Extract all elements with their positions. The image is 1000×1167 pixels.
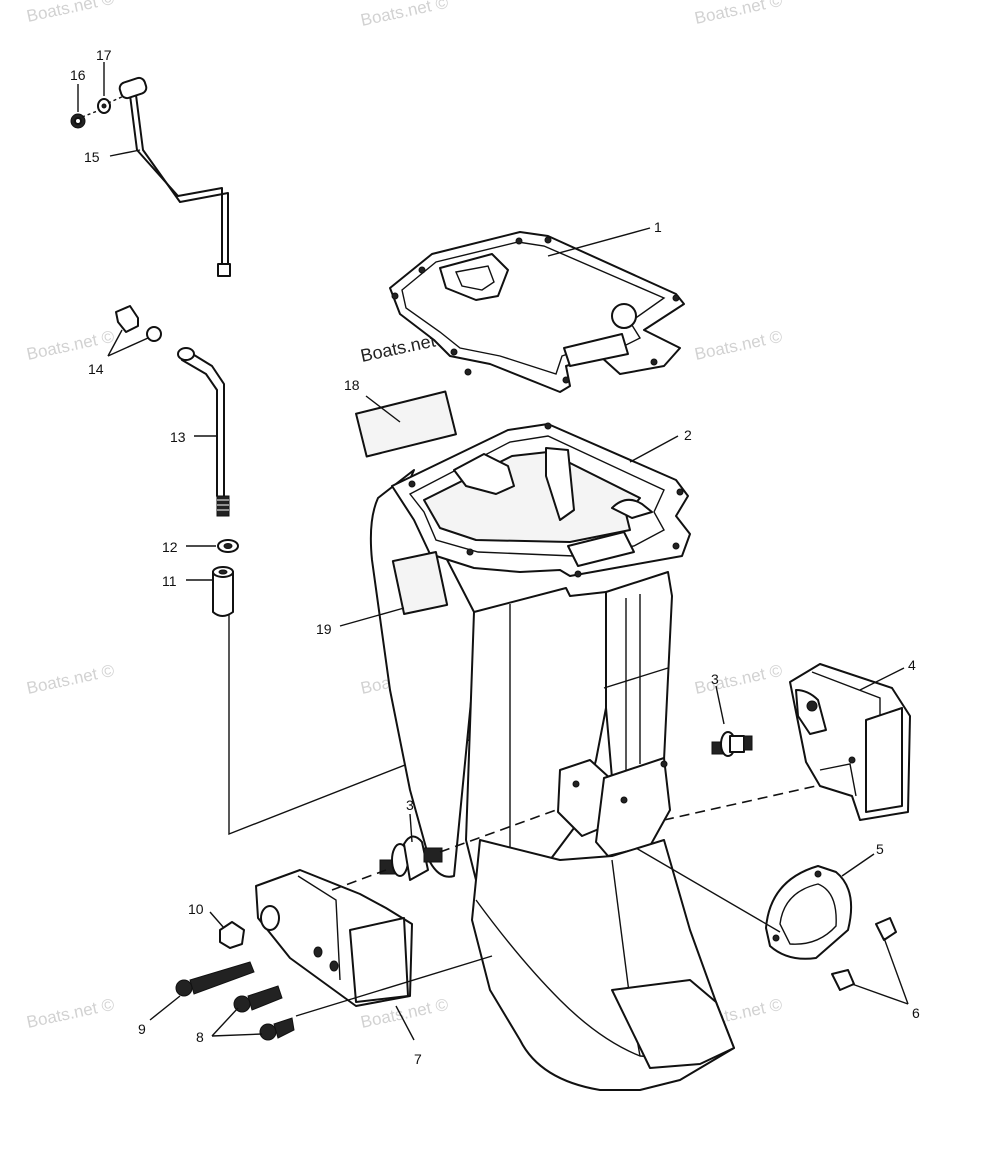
callout-9: 9 — [138, 1021, 146, 1037]
callout-17: 17 — [96, 47, 112, 63]
callout-3-lower: 3 — [406, 797, 414, 813]
watermark: Boats.net © — [359, 0, 451, 30]
callout-15: 15 — [84, 149, 100, 165]
callout-16: 16 — [70, 67, 86, 83]
callout-19: 19 — [316, 621, 332, 637]
callout-14: 14 — [88, 361, 104, 377]
watermark: Boats.net © — [25, 327, 117, 364]
watermark: Boats.net © — [693, 661, 785, 698]
assembly-line — [295, 955, 493, 1017]
nut-and-washer — [70, 95, 125, 129]
callout-5: 5 — [876, 841, 884, 857]
callout-12: 12 — [162, 539, 178, 555]
pickup-cover — [765, 865, 853, 960]
watermark: Boats.net © — [693, 327, 785, 364]
fastener-pair — [115, 305, 162, 342]
callout-2: 2 — [684, 427, 692, 443]
callout-labels: 1 2 3 3 4 5 6 7 8 9 10 11 12 13 14 15 16… — [70, 47, 920, 1067]
watermark: Boats.net © — [25, 995, 117, 1032]
watermark: Boats.net © — [693, 0, 785, 28]
callout-6: 6 — [912, 1005, 920, 1021]
callout-4: 4 — [908, 657, 916, 673]
callout-10: 10 — [188, 901, 204, 917]
nut-lower — [219, 921, 245, 949]
callout-13: 13 — [170, 429, 186, 445]
callout-11: 11 — [162, 573, 177, 589]
shift-rod-coupler — [212, 566, 234, 617]
rubber-mount-lower — [379, 835, 443, 881]
assembly-line — [635, 847, 781, 933]
callout-3-upper: 3 — [711, 671, 719, 687]
callout-7: 7 — [414, 1051, 422, 1067]
assembly-line — [439, 809, 557, 853]
decal-side — [391, 551, 449, 615]
watermark: Boats.net © — [25, 661, 117, 698]
shift-rod-upper — [118, 76, 231, 277]
jam-nut — [217, 539, 239, 553]
mount-bracket — [789, 663, 911, 821]
watermark: Boats.net © — [25, 0, 117, 26]
leader-lines — [77, 62, 909, 1041]
rubber-mount-upper — [711, 731, 753, 757]
long-bolt — [175, 961, 255, 997]
assembly-line — [331, 869, 387, 891]
drive-shaft-housing — [369, 422, 735, 1091]
shift-rod-lower — [177, 347, 230, 517]
callout-18: 18 — [344, 377, 360, 393]
short-bolts — [233, 985, 295, 1041]
gasket — [389, 231, 685, 393]
callout-1: 1 — [654, 219, 662, 235]
assembly-line — [663, 785, 817, 821]
decal — [355, 390, 457, 458]
lower-mount-bracket — [255, 869, 413, 1007]
callout-8: 8 — [196, 1029, 204, 1045]
